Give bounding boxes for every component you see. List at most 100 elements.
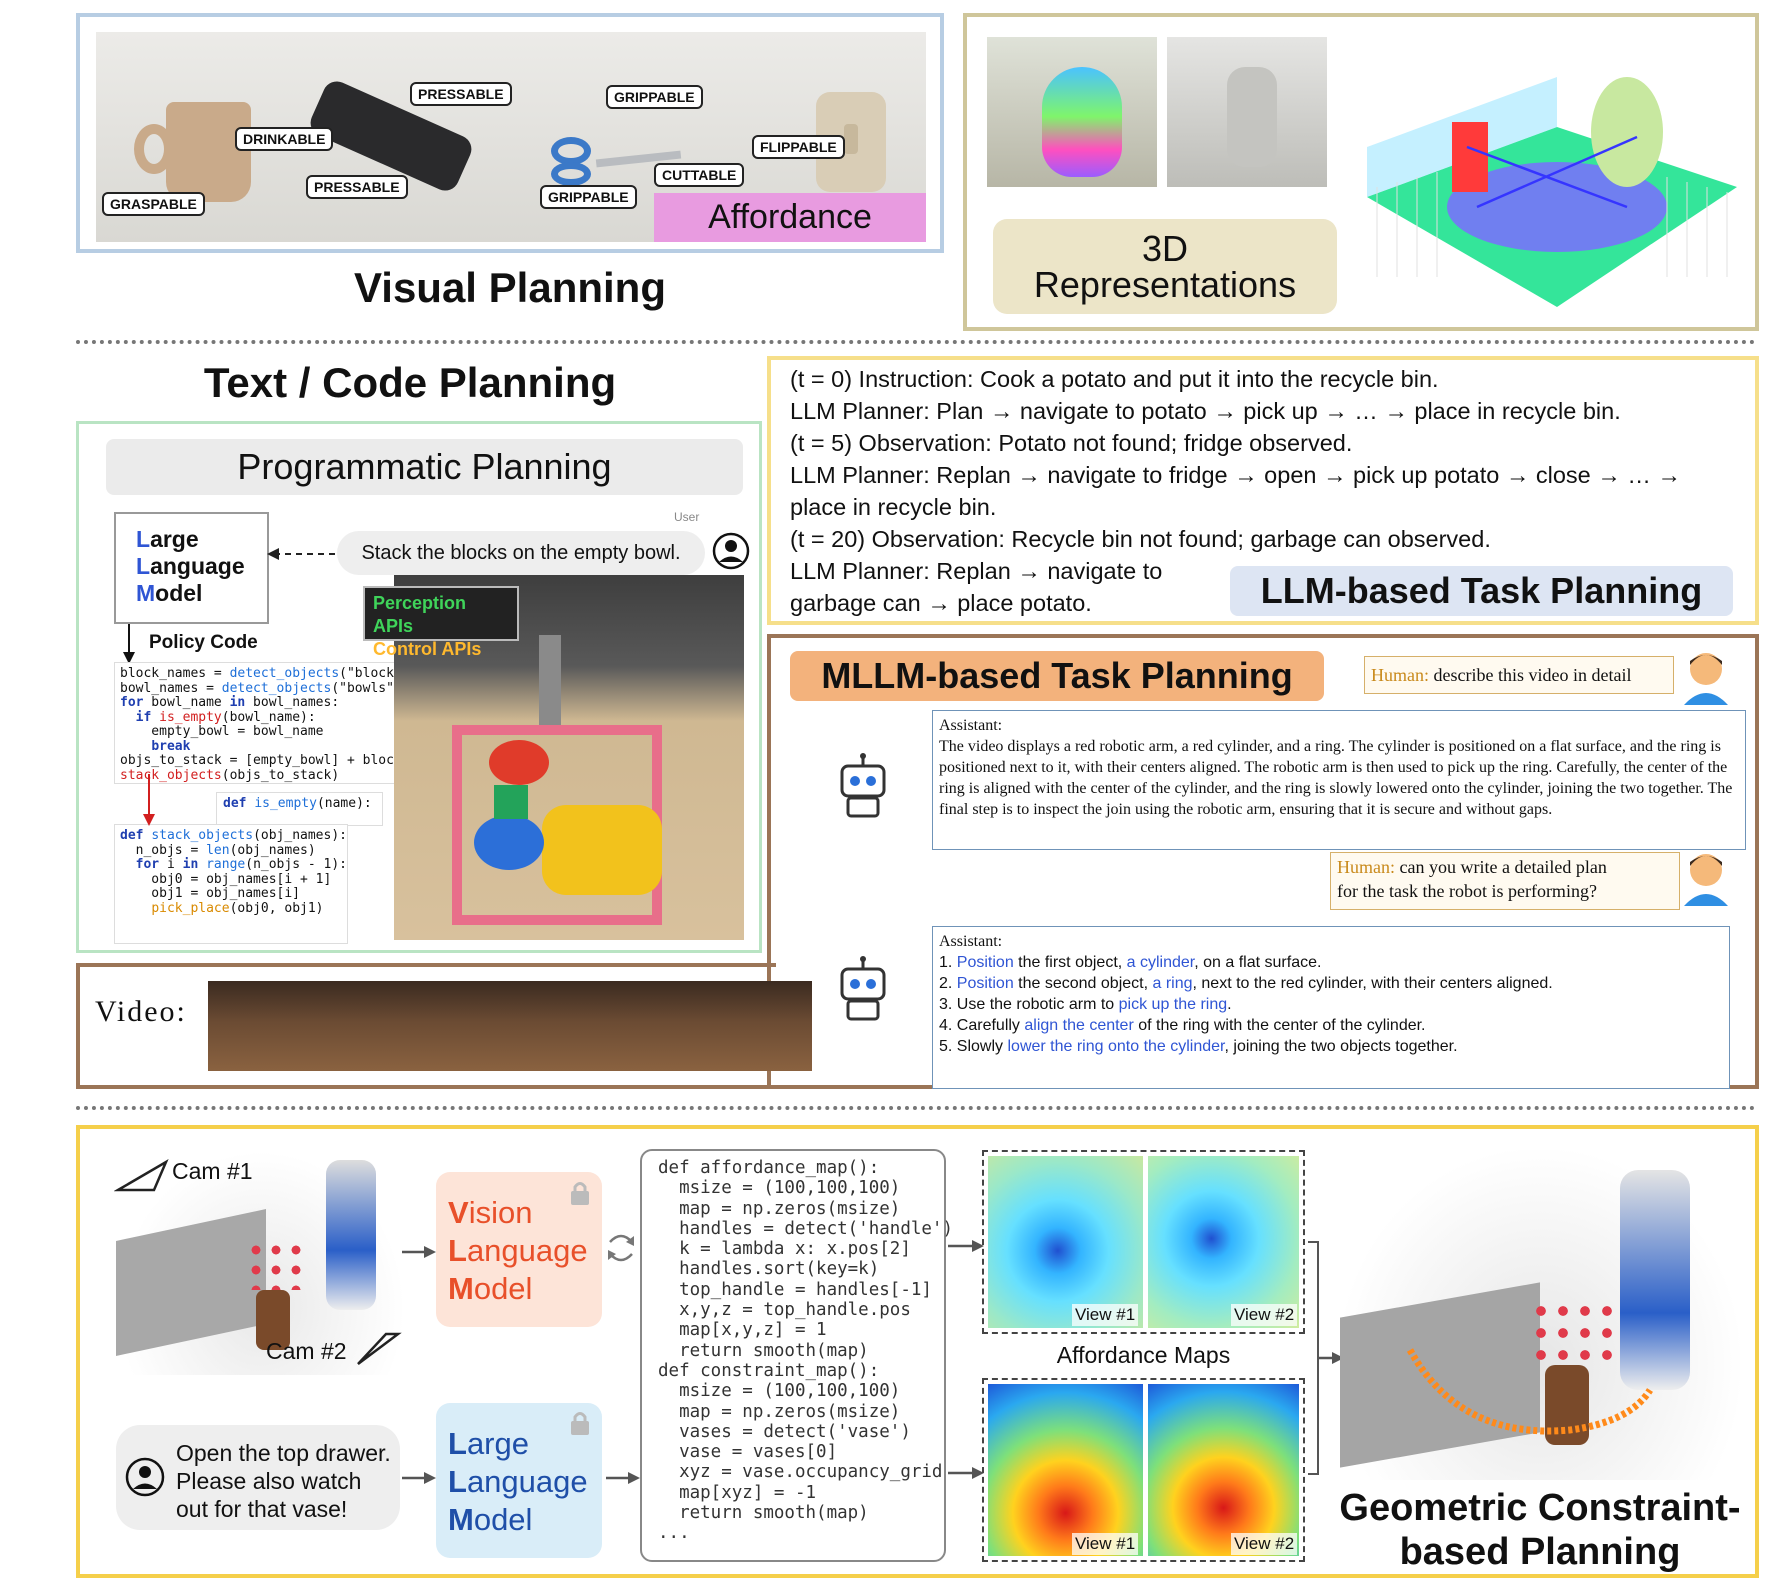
visual-planning-panel: GRASPABLE DRINKABLE PRESSABLE PRESSABLE …: [76, 13, 944, 253]
human-message-1: Human: describe this video in detail: [1364, 656, 1674, 694]
human-line-2a: Human: can you write a detailed plan: [1337, 855, 1673, 879]
geometric-title: Geometric Constraint- based Planning: [1330, 1486, 1750, 1574]
mllm-badge: MLLM-based Task Planning: [790, 651, 1324, 701]
affordance-maps-frame: [982, 1150, 1305, 1334]
constraint-maps-frame: [982, 1378, 1305, 1562]
voxel-table: [1447, 162, 1667, 252]
llm-box: Large Language Model: [114, 512, 269, 624]
geometric-title-line2: based Planning: [1399, 1531, 1681, 1573]
cam1-icon: [114, 1159, 169, 1192]
tray-yellow: [542, 805, 662, 895]
llm-line1: Large: [136, 526, 267, 553]
plan-step-4: 4. Carefully align the center of the rin…: [939, 1015, 1723, 1036]
plan-step-2-a: Position: [956, 975, 1014, 992]
stack-objects-def: def stack_objects(obj_names): n_objs = l…: [114, 824, 348, 944]
llm-to-code-arrow-bottom: [606, 1472, 640, 1484]
llm-line-8: garbage can → place potato.: [790, 590, 1092, 616]
user-label: User: [674, 510, 700, 524]
plan-step-3-d: .: [1227, 996, 1232, 1013]
representations-label: 3D Representations: [993, 219, 1337, 314]
constraint-view-2: [1148, 1384, 1299, 1556]
user-avatar-icon: [712, 532, 750, 570]
llm-line-6: (t = 20) Observation: Recycle bin not fo…: [790, 526, 1491, 552]
instruction-line2: Please also watch: [176, 1468, 362, 1494]
result-vase: [1545, 1365, 1589, 1445]
affordance-view-2: [1148, 1156, 1299, 1328]
plan-step-3-c: pick up the ring: [1118, 996, 1228, 1013]
plan-step-2-n: 2.: [939, 975, 957, 992]
llm-line-4: LLM Planner: Replan → navigate to fridge…: [790, 462, 1681, 488]
plan-step-5-b: Slowly: [956, 1038, 1008, 1055]
plan-step-1-d: , on a flat surface.: [1194, 954, 1322, 971]
switch-toggle: [844, 124, 858, 154]
plan-step-4-n: 4.: [939, 1017, 957, 1034]
plan-step-5-n: 5.: [939, 1038, 957, 1055]
plan-step-3: 3. Use the robotic arm to pick up the ri…: [939, 994, 1723, 1015]
programmatic-title: Programmatic Planning: [106, 439, 743, 495]
result-robot: [1620, 1170, 1690, 1390]
penguin-heatmap: [1042, 67, 1122, 177]
llm-line-1: (t = 0) Instruction: Cook a potato and p…: [790, 366, 1439, 392]
llm-b-line3-text: odel: [473, 1502, 533, 1537]
vlm-line1: Vision: [448, 1194, 602, 1232]
llm-line-7: LLM Planner: Replan → navigate to: [790, 558, 1163, 584]
robot-avatar-icon-2: [840, 956, 886, 1021]
llm-b-line1-text: arge: [466, 1426, 529, 1461]
plan-step-1-b: the first object,: [1013, 954, 1127, 971]
mllm-badge-text: MLLM-based Task Planning: [821, 655, 1293, 696]
maps-to-result-bracket: [1308, 1241, 1344, 1475]
geometric-code: def affordance_map(): msize = (100,100,1…: [658, 1158, 954, 1544]
human-avatar-icon-1: [1684, 653, 1728, 705]
llm-to-code-arrow: [123, 624, 135, 664]
robot-photo: [1167, 37, 1327, 187]
voxel-trajectory: [1466, 135, 1638, 209]
video-label: Video:: [95, 995, 187, 1028]
video-frame-5: [688, 981, 812, 1071]
tag-pressable-top: PRESSABLE: [410, 82, 512, 106]
video-frame-2: [328, 981, 448, 1071]
human-message-2: Human: can you write a detailed plan for…: [1330, 852, 1680, 910]
tag-pressable-bottom: PRESSABLE: [306, 175, 408, 199]
plan-step-4-d: of the ring with the center of the cylin…: [1133, 1017, 1426, 1034]
penguin-photo: [987, 37, 1157, 187]
video-panel: [76, 963, 776, 1089]
video-frame-1: [208, 981, 328, 1071]
programmatic-panel: Programmatic Planning Large Language Mod…: [76, 421, 762, 953]
separator-bottom: [76, 1106, 1756, 1110]
llm-task-badge: LLM-based Task Planning: [1230, 566, 1733, 616]
llm-b-line2-text: anguage: [466, 1464, 588, 1499]
voxel-kettle: [1591, 77, 1663, 187]
separator-top: [76, 340, 1756, 344]
voxel-grid: [1376, 172, 1728, 277]
assistant-label-1: Assistant:: [939, 717, 1003, 734]
vlm-lock-icon: [571, 1182, 589, 1205]
affordance-view-1: [988, 1156, 1143, 1328]
human-text-2b: for the task the robot is performing?: [1337, 881, 1597, 901]
instruction-line3: out for that vase!: [176, 1496, 348, 1522]
instruction-line1: Open the top drawer.: [176, 1440, 391, 1466]
control-api-label: Control APIs: [373, 639, 482, 659]
visual-planning-title: Visual Planning: [354, 264, 666, 311]
human-text-2a: can you write a detailed plan: [1399, 857, 1607, 877]
llm-line-2: LLM Planner: Plan → navigate to potato →…: [790, 398, 1621, 424]
cam1-label: Cam #1: [172, 1158, 253, 1184]
human-label-2: Human:: [1337, 857, 1395, 877]
instruction-user-icon: [125, 1457, 165, 1497]
code-to-constraint-arrow: [948, 1467, 984, 1479]
llm-b-init3: M: [448, 1502, 474, 1537]
scene-to-vlm-arrow: [402, 1246, 436, 1258]
llm-b-line3: Model: [448, 1501, 602, 1539]
llm-init2: L: [136, 553, 151, 579]
result-trajectory: [1406, 1348, 1653, 1435]
vlm-line3: Model: [448, 1270, 602, 1308]
llm-b-line1: Large: [448, 1425, 602, 1463]
plan-step-3-n: 3.: [939, 996, 957, 1013]
programmatic-title-text: Programmatic Planning: [237, 446, 612, 487]
llm-line1-text: arge: [150, 526, 199, 552]
llm-b-line2: Language: [448, 1463, 602, 1501]
text-code-title: Text / Code Planning: [203, 359, 617, 406]
tag-cuttable: CUTTABLE: [654, 163, 745, 187]
representations-label-line2: Representations: [1033, 264, 1297, 305]
code-to-affordance-arrow: [948, 1240, 984, 1252]
affordance-label: Affordance: [654, 193, 926, 242]
